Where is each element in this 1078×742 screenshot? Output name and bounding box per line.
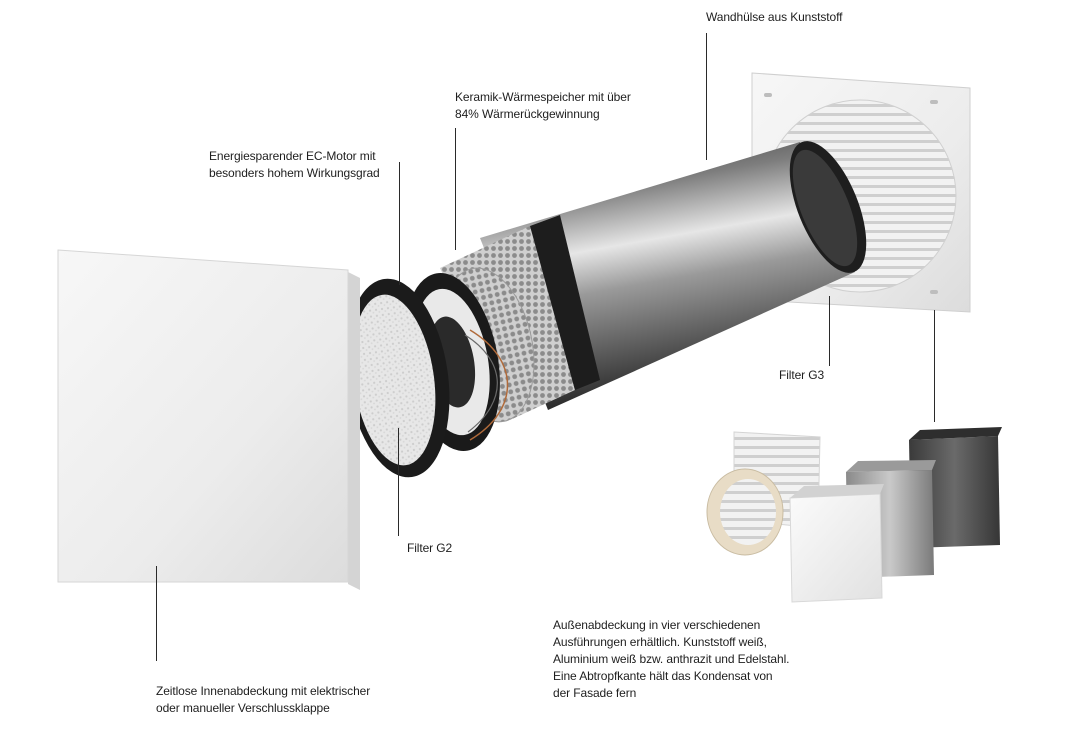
- leader-filter-g2: [398, 428, 399, 536]
- label-ceramic-heat-storage: Keramik-Wärmespeicher mit über 84% Wärme…: [455, 90, 631, 121]
- label-inner-cover: Zeitlose Innenabdeckung mit elektrischer…: [156, 684, 371, 715]
- leader-inner-cover: [156, 566, 157, 661]
- leader-outer-cover: [934, 310, 935, 422]
- filter-g2: [346, 278, 450, 478]
- leader-wall-sleeve: [706, 33, 707, 160]
- leader-ceramic: [455, 128, 456, 250]
- label-filter-g3: Filter G3: [779, 368, 825, 382]
- label-wall-sleeve: Wandhülse aus Kunststoff: [706, 10, 843, 24]
- leader-motor: [399, 162, 400, 285]
- outer-cover-variants: [706, 427, 1002, 603]
- leader-filter-g3: [829, 296, 830, 366]
- label-outer-cover: Außenabdeckung in vier verschiedenen Aus…: [553, 618, 790, 700]
- label-ec-motor: Energiesparender EC-Motor mit besonders …: [209, 149, 380, 180]
- label-filter-g2: Filter G2: [407, 541, 453, 555]
- inner-cover-panel: [57, 249, 360, 590]
